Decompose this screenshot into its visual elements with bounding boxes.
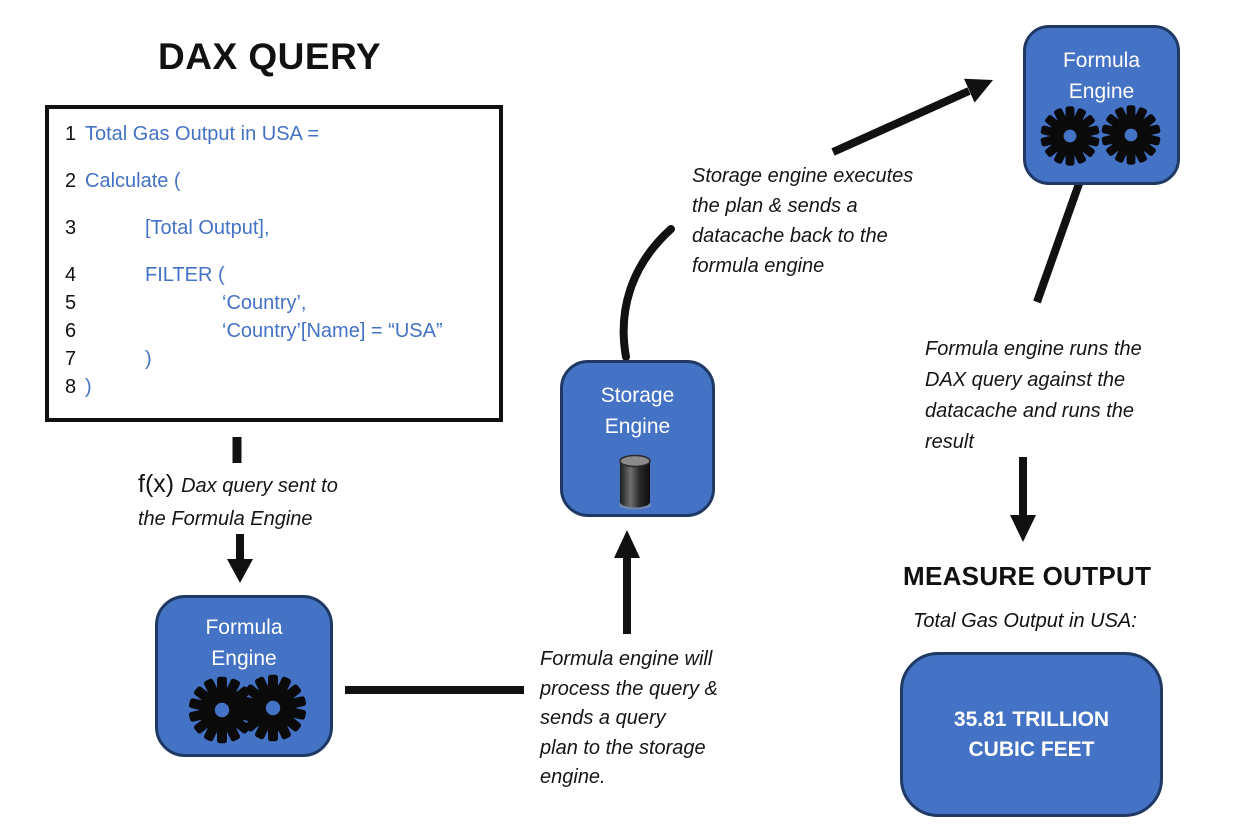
node-label: Formula: [205, 616, 283, 639]
code-line: 8 ): [49, 376, 499, 398]
fx-icon: f(x): [138, 470, 175, 498]
node-label: Engine: [1068, 80, 1135, 103]
note-dax-query-sent: f(x) Dax query sent to the Formula Engine: [138, 468, 338, 536]
code-line: 6 ‘Country’[Name] = “USA”: [49, 320, 499, 342]
code-line: 3 [Total Output],: [49, 217, 499, 239]
note-formula-engine-runs: Formula engine runs the DAX query agains…: [925, 334, 1142, 458]
note-line: sends a query: [540, 707, 666, 729]
line-number: 6: [65, 320, 77, 342]
node-label: Engine: [211, 647, 277, 670]
line-number: 7: [65, 348, 77, 370]
arrow-up-to-storage-engine: [614, 530, 640, 634]
code-text: [Total Output],: [145, 217, 270, 239]
note-storage-engine-executes: Storage engine executes the plan & sends…: [692, 161, 913, 281]
note-line: datacache back to the: [692, 225, 888, 247]
measure-output-subtitle: Total Gas Output in USA:: [913, 610, 1137, 632]
note-line: plan to the storage: [540, 736, 706, 759]
measure-output-result-box: 35.81 TRILLION CUBIC FEET: [900, 652, 1163, 817]
note-line: datacache and runs the: [925, 400, 1135, 422]
code-line: 7 ): [49, 348, 499, 370]
code-text: Total Gas Output in USA =: [85, 123, 320, 145]
line-number: 1: [65, 123, 77, 145]
note-line: the Formula Engine: [138, 508, 313, 530]
note-line: Dax query sent to: [181, 475, 338, 497]
note-line: formula engine: [692, 255, 825, 277]
code-line: 5 ‘Country’,: [49, 292, 499, 314]
result-unit: CUBIC FEET: [968, 737, 1095, 761]
code-line: 1 Total Gas Output in USA =: [49, 123, 499, 145]
node-formula-engine-top: Formula Engine: [1023, 25, 1180, 185]
line-number: 2: [65, 170, 77, 192]
node-label: Engine: [604, 415, 671, 438]
arrow-to-formula-engine-top: [831, 78, 993, 156]
line-formula-engine-top-to-note: [1033, 176, 1085, 304]
line-number: 4: [65, 264, 77, 286]
measure-output-heading: MEASURE OUTPUT: [903, 561, 1152, 591]
note-line: DAX query against the: [925, 369, 1126, 391]
dax-code-box: 1 Total Gas Output in USA = 2 Calculate …: [45, 105, 503, 422]
code-text: ‘Country’[Name] = “USA”: [222, 320, 443, 342]
code-line: 4 FILTER (: [49, 264, 499, 286]
code-text: ): [85, 376, 92, 398]
line-number: 5: [65, 292, 77, 314]
note-line: engine.: [540, 766, 606, 788]
note-line: the plan & sends a: [692, 195, 858, 217]
diagram-title: DAX QUERY: [158, 36, 382, 77]
note-formula-engine-process: Formula engine will process the query & …: [540, 645, 718, 793]
node-label: Storage: [600, 384, 675, 407]
note-line: result: [925, 431, 974, 453]
note-line: Storage engine executes: [692, 165, 914, 187]
line-number: 8: [65, 376, 77, 398]
arrow-to-measure-output: [1010, 457, 1036, 542]
code-text: Calculate (: [85, 170, 181, 192]
line-number: 3: [65, 217, 77, 239]
code-text: ‘Country’,: [222, 292, 307, 314]
node-storage-engine: Storage Engine: [560, 360, 715, 517]
node-label: Formula: [1062, 49, 1141, 72]
code-text: ): [145, 348, 152, 370]
note-line: Formula engine runs the: [925, 338, 1142, 360]
node-formula-engine-bottom: Formula Engine: [155, 595, 333, 757]
note-line: process the query &: [540, 677, 718, 700]
code-line: 2 Calculate (: [49, 170, 499, 192]
note-line: Formula engine will: [540, 648, 713, 670]
code-text: FILTER (: [145, 264, 225, 286]
result-value: 35.81 TRILLION: [953, 707, 1110, 731]
curve-storage-to-formula-engine-top: [619, 225, 675, 361]
